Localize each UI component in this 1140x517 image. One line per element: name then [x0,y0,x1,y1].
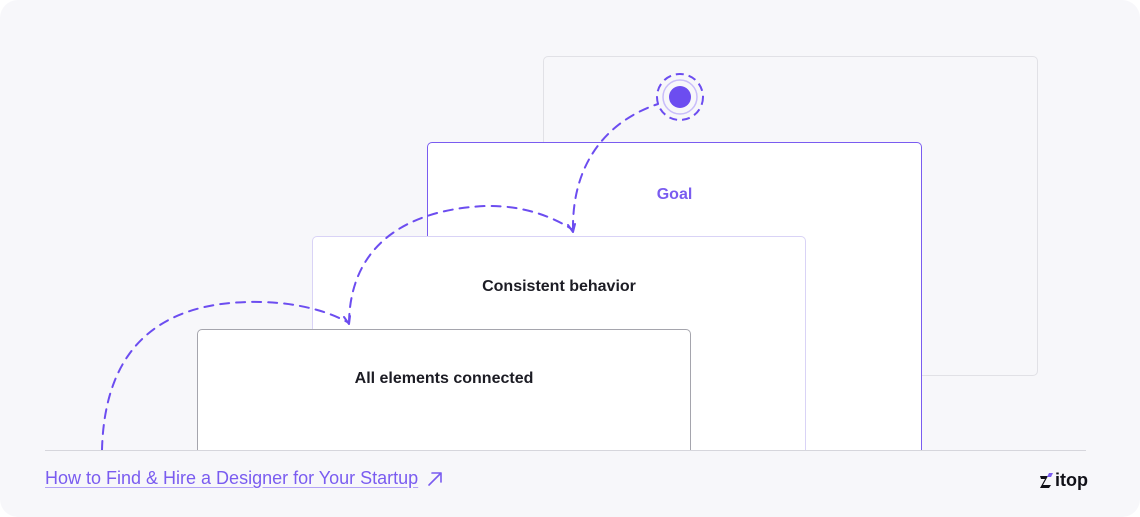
article-link-text[interactable]: How to Find & Hire a Designer for Your S… [45,468,419,488]
brand-logo: itop [1039,470,1088,491]
goal-label: Goal [656,186,693,203]
arrow-up-right-icon [428,471,442,486]
all-elements-connected-label: All elements connected [354,370,534,387]
consistent-behavior-label: Consistent behavior [482,278,636,295]
logo-mark-icon [1040,472,1053,488]
baseline-divider [45,450,1086,451]
logo-text: itop [1055,470,1088,490]
all-elements-connected-panel: All elements connected [197,329,691,451]
article-link[interactable]: How to Find & Hire a Designer for Your S… [45,468,444,489]
